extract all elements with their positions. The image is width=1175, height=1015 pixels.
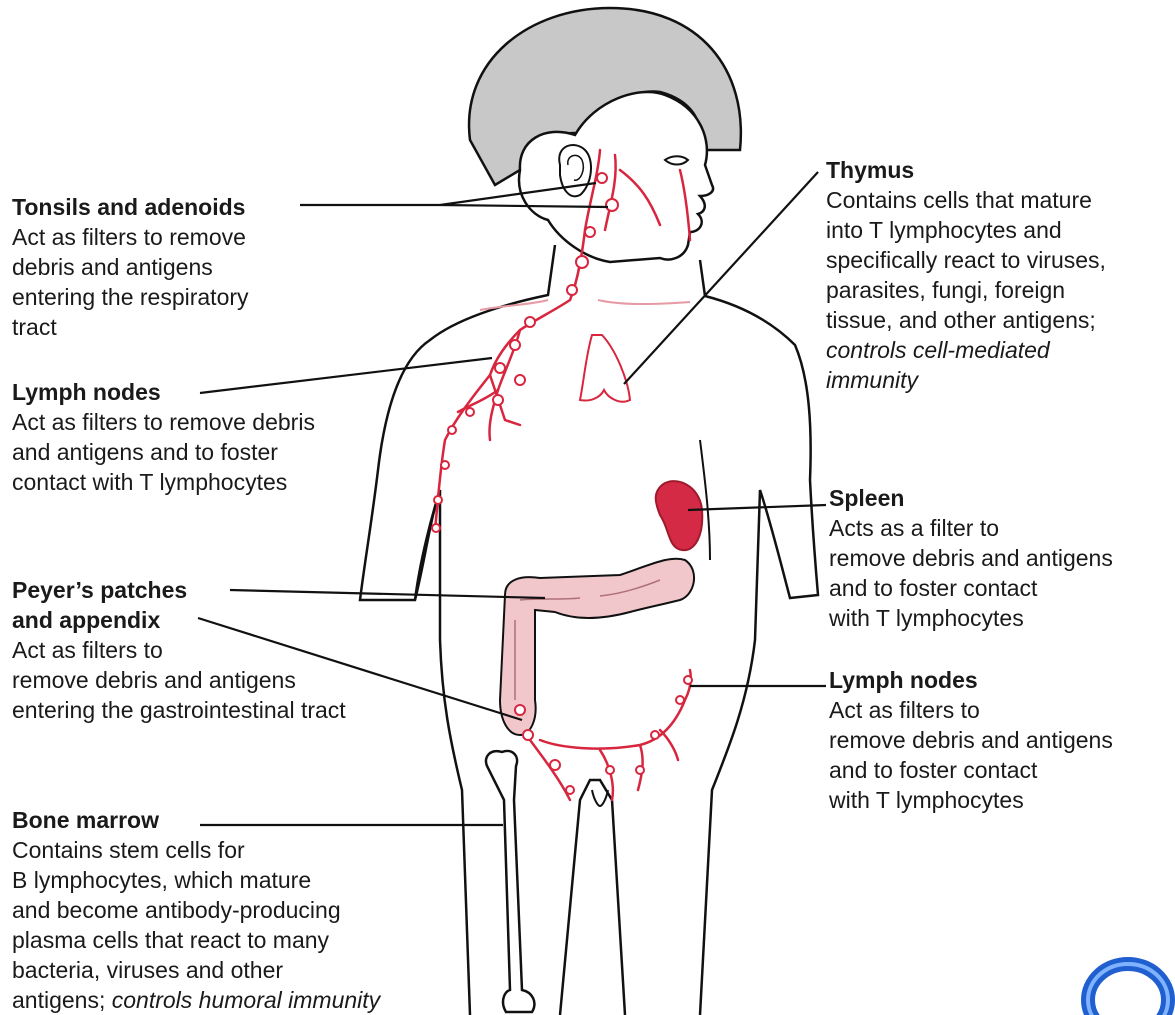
label-body: Contains stem cells for B lymphocytes, w… (12, 835, 380, 1015)
large-intestine (500, 559, 694, 735)
femur (486, 751, 534, 1012)
lymph-nodes (432, 173, 692, 794)
body-line: and to foster contact (829, 755, 1113, 785)
body-line: debris and antigens (12, 252, 249, 282)
body-line: Act as filters to (829, 695, 1113, 725)
body-line: B lymphocytes, which mature (12, 865, 380, 895)
body-line: parasites, fungi, foreign (826, 275, 1106, 305)
body-line: with T lymphocytes (829, 603, 1113, 633)
body-line: specifically react to viruses, (826, 245, 1106, 275)
body-line: bacteria, viruses and other (12, 955, 380, 985)
body-line: into T lymphocytes and (826, 215, 1106, 245)
body-line: tract (12, 312, 249, 342)
label-lymph-nodes-lower: Lymph nodes Act as filters to remove deb… (829, 665, 1113, 815)
body-line: Acts as a filter to (829, 513, 1113, 543)
label-tonsils: Tonsils and adenoids Act as filters to r… (12, 192, 249, 342)
label-title: Peyer’s patches (12, 575, 346, 605)
body-line: with T lymphocytes (829, 785, 1113, 815)
label-peyers-patches: Peyer’s patches and appendix Act as filt… (12, 575, 346, 725)
label-thymus: Thymus Contains cells that mature into T… (826, 155, 1106, 395)
label-body: Act as filters to remove debris and anti… (12, 222, 249, 342)
body-line: Contains stem cells for (12, 835, 380, 865)
thymus (580, 335, 630, 402)
label-title: Thymus (826, 155, 1106, 185)
label-title: Tonsils and adenoids (12, 192, 249, 222)
body-line: entering the respiratory (12, 282, 249, 312)
body-line: remove debris and antigens (12, 665, 346, 695)
body-line: entering the gastrointestinal tract (12, 695, 346, 725)
body-line: and to foster contact (829, 573, 1113, 603)
body-line: antigens; controls humoral immunity (12, 985, 380, 1015)
label-body: Acts as a filter to remove debris and an… (829, 513, 1113, 633)
body-line: Contains cells that mature (826, 185, 1106, 215)
body-italic-text: controls humoral immunity (112, 987, 380, 1013)
body-text: antigens; (12, 987, 112, 1013)
body-line: plasma cells that react to many (12, 925, 380, 955)
label-title: Bone marrow (12, 805, 380, 835)
body-line: remove debris and antigens (829, 725, 1113, 755)
body-line: Act as filters to (12, 635, 346, 665)
label-title: and appendix (12, 605, 346, 635)
eye (665, 156, 688, 164)
label-title: Spleen (829, 483, 1113, 513)
body-line-italic: immunity (826, 365, 1106, 395)
body-line: and become antibody-producing (12, 895, 380, 925)
body-line: remove debris and antigens (829, 543, 1113, 573)
leader-spleen (688, 505, 826, 510)
label-title: Lymph nodes (829, 665, 1113, 695)
label-body: Act as filters to remove debris and anti… (829, 695, 1113, 815)
legs-outline (560, 780, 625, 1015)
label-body: Act as filters to remove debris and anti… (12, 635, 346, 725)
label-spleen: Spleen Acts as a filter to remove debris… (829, 483, 1113, 633)
body-line-italic: controls cell-mediated (826, 335, 1106, 365)
label-title: Lymph nodes (12, 377, 315, 407)
body-line: Act as filters to remove debris (12, 407, 315, 437)
body-line: tissue, and other antigens; (826, 305, 1106, 335)
blue-ring-logo-icon (1088, 964, 1168, 1015)
label-body: Contains cells that mature into T lympho… (826, 185, 1106, 395)
body-line: Act as filters to remove (12, 222, 249, 252)
label-bone-marrow: Bone marrow Contains stem cells for B ly… (12, 805, 380, 1015)
body-line: contact with T lymphocytes (12, 467, 315, 497)
label-body: Act as filters to remove debris and anti… (12, 407, 315, 497)
body-line: and antigens and to foster (12, 437, 315, 467)
spleen (656, 481, 703, 550)
label-lymph-nodes-upper: Lymph nodes Act as filters to remove deb… (12, 377, 315, 497)
